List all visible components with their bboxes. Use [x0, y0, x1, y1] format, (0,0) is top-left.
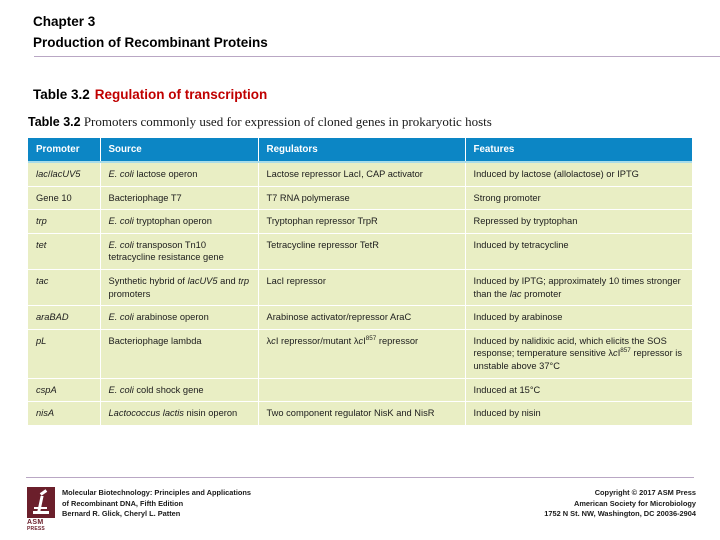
publisher-line: American Society for Microbiology — [574, 498, 696, 508]
book-citation: Molecular Biotechnology: Principles and … — [62, 488, 251, 520]
column-header-source: Source — [100, 138, 259, 163]
cell-source: Lactococcus lactis nisin operon — [100, 401, 259, 425]
cell-source: Bacteriophage T7 — [100, 186, 259, 211]
cell-source: E. coli transposon Tn10 tetracycline res… — [100, 233, 259, 270]
book-title-line-2: of Recombinant DNA, Fifth Edition — [62, 498, 184, 508]
book-title-line-1: Molecular Biotechnology: Principles and … — [62, 488, 252, 497]
cell-promoter: tet — [28, 233, 101, 270]
chapter-number: Chapter 3 — [33, 14, 96, 29]
logo-text-press: PRESS — [27, 526, 45, 532]
cell-promoter: araBAD — [28, 305, 101, 330]
section-heading-accent: Regulation of transcription — [94, 87, 268, 102]
address-line: 1752 N St. NW, Washington, DC 20036-2904 — [544, 509, 696, 518]
cell-features: Induced by tetracycline — [465, 233, 692, 270]
cell-promoter: lac/lacUV5 — [28, 162, 101, 187]
table-caption: Table 3.2 Promoters commonly used for ex… — [28, 114, 492, 130]
column-header-features: Features — [465, 138, 692, 163]
cell-promoter: cspA — [28, 378, 101, 403]
table-caption-text: Promoters commonly used for expression o… — [83, 114, 492, 129]
cell-source: Synthetic hybrid of lacUV5 and trp promo… — [100, 269, 259, 307]
cell-features: Induced by IPTG; approximately 10 times … — [465, 269, 692, 307]
cell-features: Induced by nisin — [465, 401, 692, 425]
footer-divider — [26, 477, 694, 478]
header-divider — [34, 56, 720, 57]
asm-press-logo-icon: ASM PRESS — [27, 487, 55, 532]
column-header-promoter: Promoter — [28, 138, 101, 163]
cell-regulators: LacI repressor — [258, 269, 466, 307]
cell-source: E. coli tryptophan operon — [100, 209, 259, 234]
cell-source: E. coli lactose operon — [100, 162, 259, 187]
chapter-title: Production of Recombinant Proteins — [33, 35, 268, 50]
cell-features: Induced by lactose (allolactose) or IPTG — [465, 162, 692, 187]
microscope-icon — [27, 487, 55, 518]
cell-regulators: T7 RNA polymerase — [258, 186, 466, 211]
book-authors: Bernard R. Glick, Cheryl L. Patten — [62, 509, 181, 518]
section-heading-label: Table 3.2 — [33, 87, 90, 102]
promoters-table: Promoter Source Regulators Features lac/… — [28, 138, 692, 425]
cell-regulators: Tetracycline repressor TetR — [258, 233, 466, 270]
cell-promoter: trp — [28, 209, 101, 234]
cell-features: Strong promoter — [465, 186, 692, 211]
table-header-row: Promoter Source Regulators Features — [28, 138, 692, 163]
copyright-block: Copyright © 2017 ASM Press American Soci… — [544, 488, 696, 520]
cell-promoter: nisA — [28, 401, 101, 425]
cell-regulators: λcI repressor/mutant λcI857 repressor — [258, 329, 466, 379]
cell-promoter: Gene 10 — [28, 186, 101, 211]
cell-promoter: tac — [28, 269, 101, 307]
cell-regulators — [258, 378, 466, 403]
table-caption-label: Table 3.2 — [28, 115, 81, 129]
cell-promoter: pL — [28, 329, 101, 379]
slide-header: Chapter 3 Production of Recombinant Prot… — [0, 0, 720, 53]
column-header-regulators: Regulators — [258, 138, 466, 163]
logo-text-asm: ASM — [27, 519, 44, 526]
cell-features: Repressed by tryptophan — [465, 209, 692, 234]
cell-features: Induced by arabinose — [465, 305, 692, 330]
copyright-line: Copyright © 2017 ASM Press — [594, 488, 696, 497]
slide-footer: ASM PRESS Molecular Biotechnology: Princ… — [0, 484, 720, 540]
cell-source: Bacteriophage lambda — [100, 329, 259, 379]
cell-features: Induced at 15°C — [465, 378, 692, 403]
cell-regulators: Two component regulator NisK and NisR — [258, 401, 466, 425]
cell-regulators: Lactose repressor LacI, CAP activator — [258, 162, 466, 187]
cell-source: E. coli arabinose operon — [100, 305, 259, 330]
section-heading: Table 3.2 Regulation of transcription — [33, 87, 267, 102]
cell-regulators: Tryptophan repressor TrpR — [258, 209, 466, 234]
cell-features: Induced by nalidixic acid, which elicits… — [465, 329, 692, 379]
cell-source: E. coli cold shock gene — [100, 378, 259, 403]
cell-regulators: Arabinose activator/repressor AraC — [258, 305, 466, 330]
